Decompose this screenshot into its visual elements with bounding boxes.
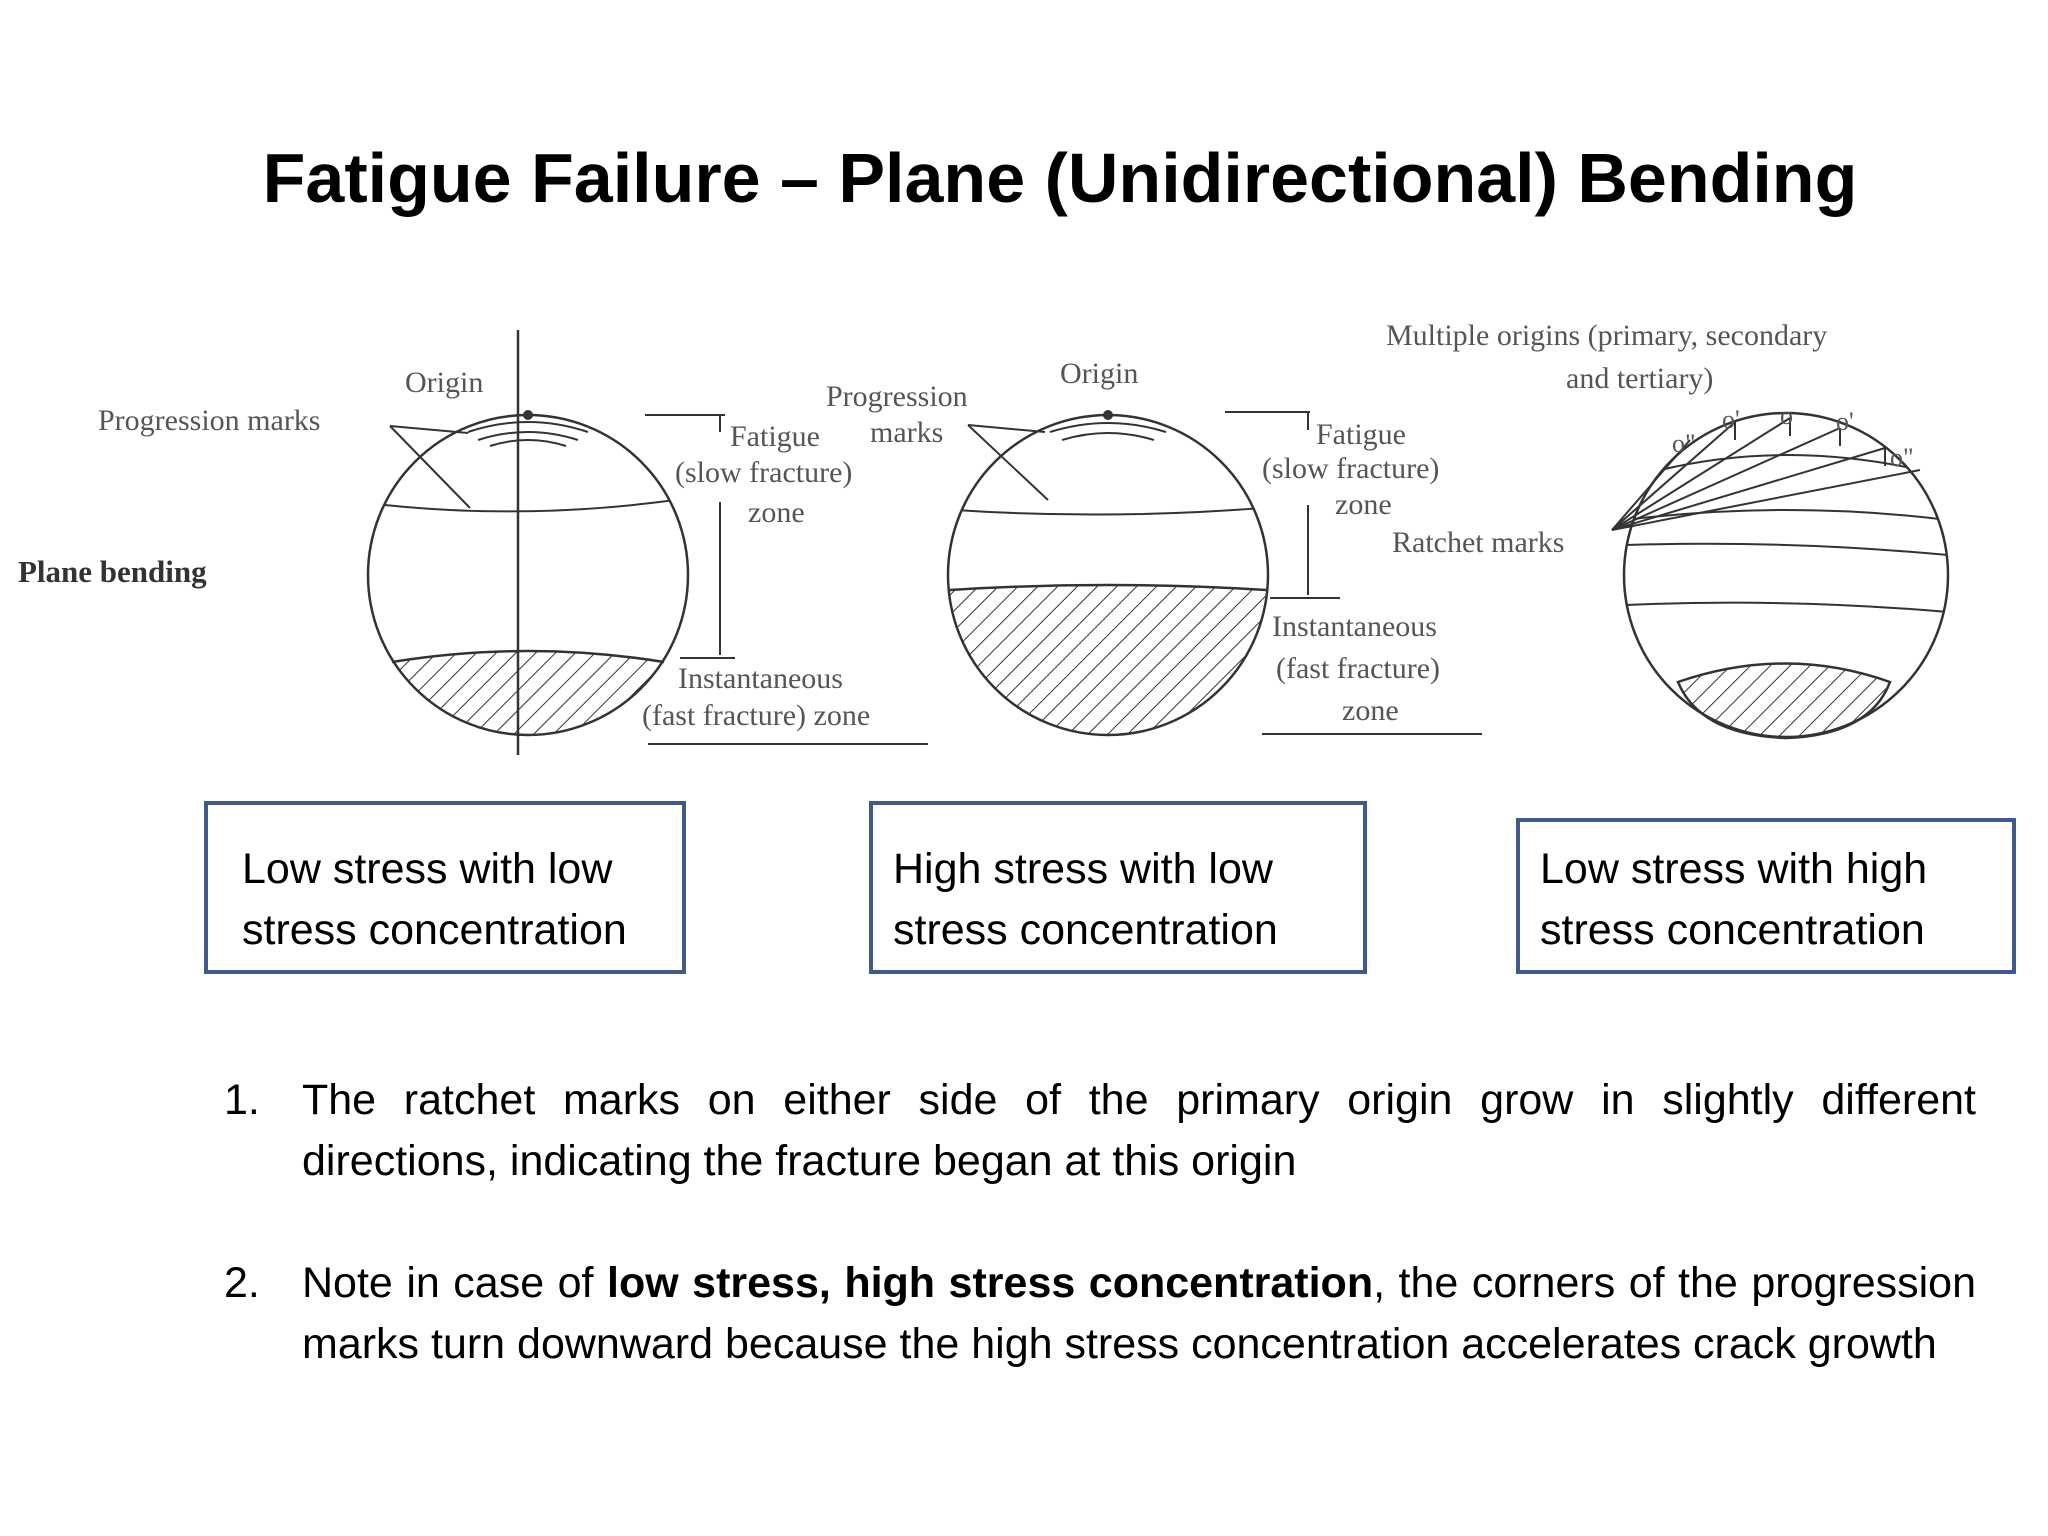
figure-low-stress-low-concentration: Plane bending Progression marks Origin F… [18, 330, 928, 755]
origin-marker-secondary-right: o' [1836, 407, 1854, 436]
label-progression-2a: Progression [826, 380, 968, 413]
figure-high-stress-low-concentration: Progression marks Origin Fatigue (slow f… [826, 357, 1482, 737]
label-zone-1: zone [748, 496, 805, 529]
caption-line-2: stress concentration [1540, 906, 1925, 954]
origin-point-1 [523, 410, 533, 420]
origin-marker-secondary-left: o' [1722, 405, 1740, 434]
label-slow-fracture-1: (slow fracture) [675, 456, 852, 489]
label-multiple-origins-a: Multiple origins (primary, secondary [1386, 319, 1827, 352]
note-text-bold: low stress, high stress concentration [607, 1259, 1374, 1307]
origin-point-2 [1103, 410, 1113, 420]
shaft-cross-section-3 [1622, 411, 1950, 739]
caption-box-low-stress-low-concentration: Low stress with low stress concentration [204, 801, 686, 974]
figure-low-stress-high-concentration: Multiple origins (primary, secondary and… [1386, 319, 1950, 740]
note-item: 1. The ratchet marks on either side of t… [224, 1070, 1976, 1192]
note-text-pre: Note in case of [302, 1259, 607, 1307]
note-number: 2. [224, 1259, 260, 1307]
label-progression-2b: marks [870, 416, 943, 449]
label-zone-2: zone [1335, 488, 1392, 521]
label-fatigue-2: Fatigue [1316, 418, 1406, 451]
caption-box-high-stress-low-concentration: High stress with low stress concentratio… [869, 801, 1367, 974]
slide-title: Fatigue Failure – Plane (Unidirectional)… [262, 139, 1858, 217]
label-instantaneous-2: Instantaneous [1272, 610, 1437, 643]
fast-fracture-zone-1 [368, 651, 688, 735]
caption-line-2: stress concentration [893, 906, 1278, 954]
caption-box-low-stress-high-concentration: Low stress with high stress concentratio… [1516, 818, 2016, 974]
note-text-post: , the corners of the progression marks t… [302, 1259, 1977, 1368]
label-origin-2: Origin [1060, 357, 1138, 390]
fast-fracture-zone-3 [1676, 662, 1892, 740]
plane-bending-label: Plane bending [18, 554, 207, 589]
origin-marker-tertiary-left: o" [1672, 429, 1696, 458]
label-slow-fracture-2: (slow fracture) [1262, 452, 1439, 485]
origin-marker-tertiary-right: o" [1890, 443, 1914, 472]
label-progression-marks-1: Progression marks [98, 404, 320, 437]
label-origin-1: Origin [405, 366, 483, 399]
caption-line-1: Low stress with high [1540, 845, 1928, 893]
notes-list: 1. The ratchet marks on either side of t… [224, 1070, 1976, 1375]
label-multiple-origins-b: and tertiary) [1566, 362, 1713, 395]
label-fatigue-1: Fatigue [730, 420, 820, 453]
caption-line-2: stress concentration [242, 906, 627, 954]
fast-fracture-zone-2 [948, 585, 1268, 735]
origin-marker-primary: o [1780, 401, 1793, 430]
caption-line-1: Low stress with low [242, 845, 613, 893]
note-number: 1. [224, 1076, 260, 1124]
label-instantaneous-1: Instantaneous [678, 662, 843, 695]
label-zone-2b: zone [1342, 694, 1399, 727]
label-ratchet-marks: Ratchet marks [1392, 526, 1564, 559]
label-fast-fracture-2: (fast fracture) [1276, 652, 1440, 685]
label-fast-fracture-1: (fast fracture) zone [642, 699, 870, 732]
note-text: The ratchet marks on either side of the … [302, 1076, 1976, 1185]
note-item: 2. Note in case of low stress, high stre… [224, 1253, 1976, 1375]
fatigue-fracture-diagram: Plane bending Progression marks Origin F… [18, 319, 1950, 755]
caption-line-1: High stress with low [893, 845, 1273, 893]
